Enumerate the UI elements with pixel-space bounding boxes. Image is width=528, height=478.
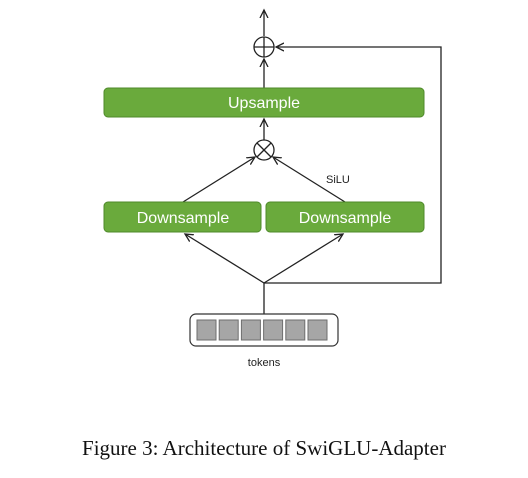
residual-connection xyxy=(264,47,442,284)
downsample-right-block: Downsample xyxy=(265,201,425,233)
downsample-right-label: Downsample xyxy=(299,210,392,227)
upsample-block: Upsample xyxy=(103,87,425,118)
left-downsample-to-multiply-arrow xyxy=(182,157,255,203)
silu-label: SiLU xyxy=(326,174,350,186)
token-cell xyxy=(240,319,261,341)
tokens-label: tokens xyxy=(248,357,281,369)
multiplication-node xyxy=(253,139,275,161)
token-cell xyxy=(307,319,328,341)
downsample-left-label: Downsample xyxy=(137,210,230,227)
tokens-block: tokens xyxy=(189,313,339,369)
addition-node xyxy=(253,36,275,58)
tokens-to-right-downsample-arrow xyxy=(263,234,343,284)
downsample-left-block: Downsample xyxy=(103,201,262,233)
tokens-to-left-downsample-arrow xyxy=(185,234,265,284)
figure-caption: Figure 3: Architecture of SwiGLU-Adapter xyxy=(82,436,446,460)
downsample-left-box xyxy=(103,201,262,233)
token-cell xyxy=(285,319,306,341)
upsample-label: Upsample xyxy=(228,95,300,112)
right-downsample-to-multiply-arrow xyxy=(273,157,346,203)
token-cell xyxy=(196,319,217,341)
upsample-box xyxy=(103,87,425,118)
token-cell xyxy=(218,319,239,341)
token-cell xyxy=(263,319,284,341)
downsample-right-box xyxy=(265,201,425,233)
